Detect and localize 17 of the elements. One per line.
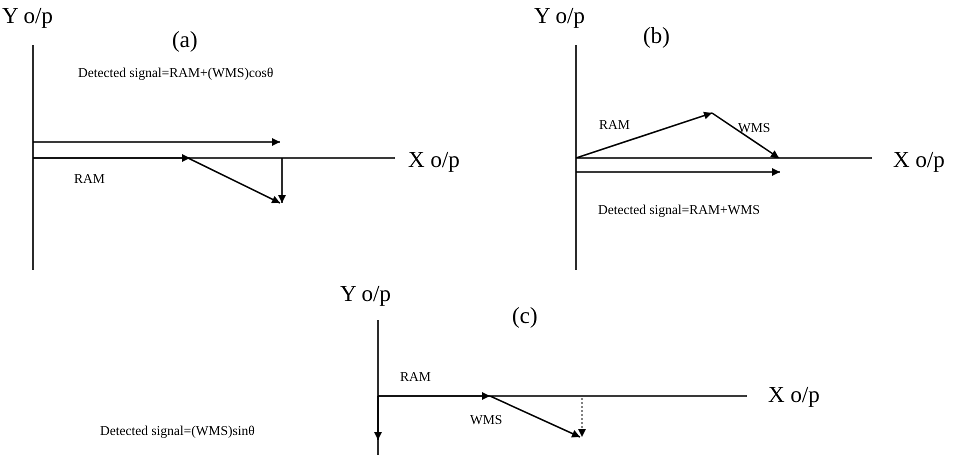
equation-text: Detected signal=(WMS)sinθ — [100, 424, 255, 438]
axis-label: X o/p — [893, 148, 945, 171]
axis-label: Y o/p — [340, 282, 391, 305]
vector-label: WMS — [470, 413, 502, 426]
vector-label: RAM — [400, 370, 431, 384]
vector-label: RAM — [74, 172, 105, 186]
axis-label: X o/p — [768, 383, 820, 406]
panel-label: (b) — [643, 24, 670, 47]
panel-label: (c) — [512, 304, 538, 327]
vector-label: RAM — [599, 118, 630, 132]
equation-text: Detected signal=RAM+WMS — [598, 203, 760, 216]
axis-label: X o/p — [408, 148, 460, 171]
equation-text: Detected signal=RAM+(WMS)cosθ — [78, 66, 274, 80]
panel-label: (a) — [172, 28, 198, 51]
axis-label: Y o/p — [2, 4, 53, 27]
axis-label: Y o/p — [534, 4, 585, 27]
vector-label: WMS — [738, 121, 770, 134]
